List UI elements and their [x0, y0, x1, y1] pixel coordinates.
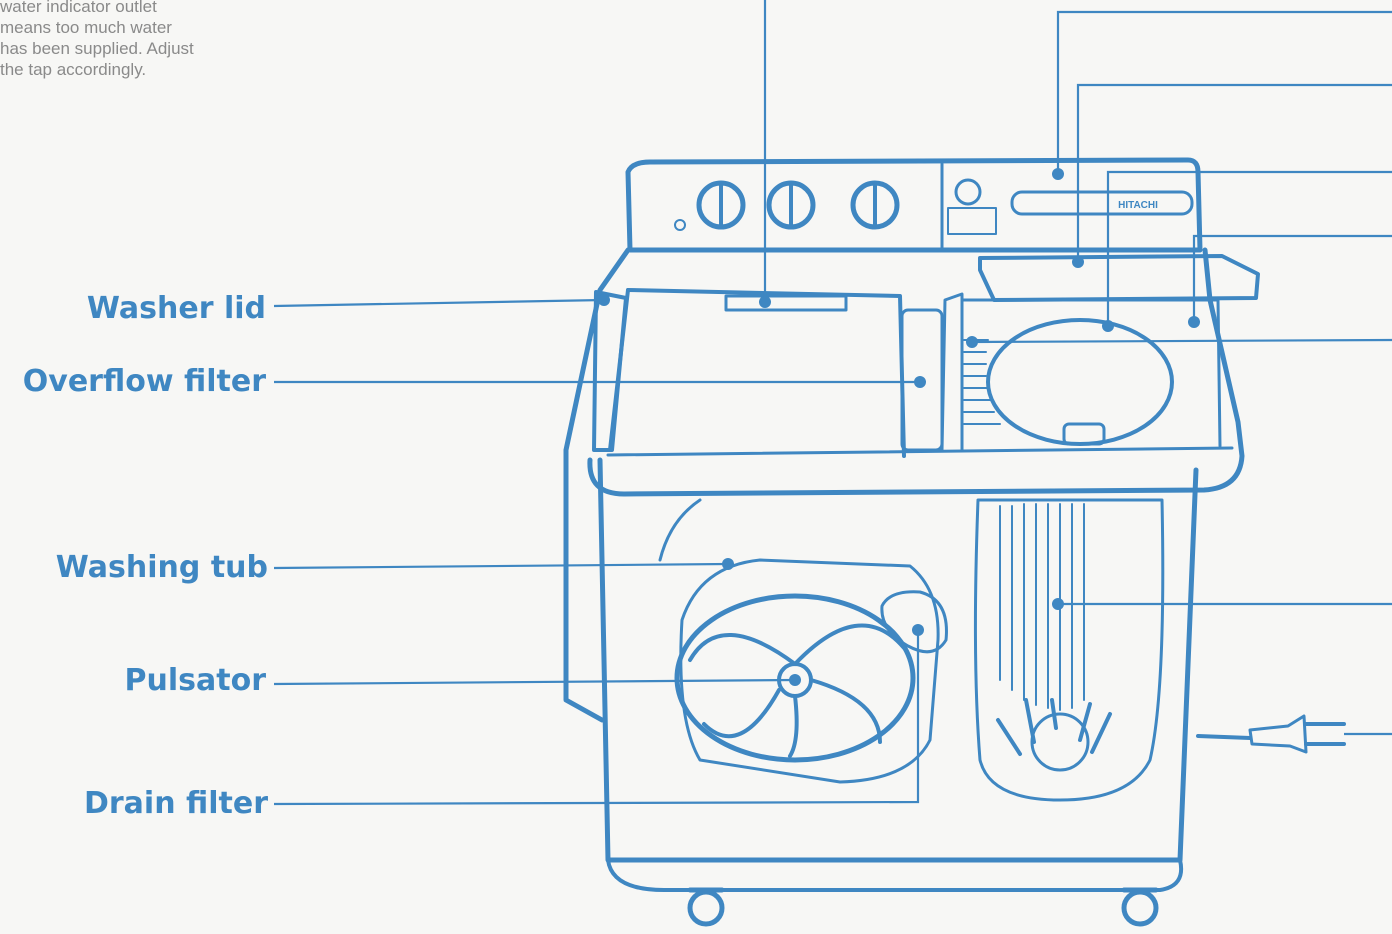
- brand-plate: [1010, 190, 1194, 216]
- leader-drain-filter: [273, 630, 920, 806]
- leader-dot: [1052, 598, 1064, 610]
- leader-dot: [1072, 256, 1084, 268]
- leader-dot: [722, 558, 734, 570]
- leader-dot: [1052, 168, 1064, 180]
- label-pulsator: Pulsator: [124, 663, 266, 698]
- leader-dot: [759, 296, 771, 308]
- spin-lid: [978, 254, 1260, 302]
- washer-lid: [592, 290, 628, 452]
- note-line: means too much water: [0, 18, 172, 37]
- note-line: the tap accordingly.: [0, 60, 147, 79]
- leader-dot: [914, 376, 926, 388]
- leader-right-4: [1192, 234, 1392, 322]
- leader-right-1: [1056, 10, 1392, 172]
- base: [606, 858, 1183, 892]
- leader-dot: [1102, 320, 1114, 332]
- leader-dot: [1188, 316, 1200, 328]
- wheel-right: [1121, 889, 1159, 927]
- overflow-outlet: [724, 294, 848, 312]
- leader-dot: [789, 674, 801, 686]
- leader-washer-lid: [273, 298, 605, 308]
- pulsator: [674, 593, 916, 763]
- washer-opening: [626, 288, 906, 458]
- leader-right-3: [1106, 170, 1392, 326]
- label-overflow-filter: Overflow filter: [22, 364, 266, 399]
- leader-washing-tub: [273, 562, 729, 570]
- label-drain-filter: Drain filter: [83, 786, 268, 821]
- cabinet-body: [597, 457, 1199, 863]
- leader-right-5: [971, 338, 1392, 344]
- label-washing-tub: Washing tub: [55, 550, 268, 585]
- washing-tub-outline: [658, 498, 702, 562]
- leader-dot: [912, 624, 924, 636]
- control-panel: [625, 157, 1203, 253]
- label-washer-lid: Washer lid: [86, 291, 266, 326]
- leader-dot: [966, 336, 978, 348]
- leader-pulsator: [273, 678, 796, 686]
- timer-dial: [954, 178, 982, 206]
- power-cord: [1196, 734, 1252, 740]
- note-line: water indicator outlet: [0, 0, 157, 16]
- plug-icon: [1248, 714, 1308, 754]
- leader-dot: [598, 294, 610, 306]
- indicator-lamp: [674, 219, 686, 231]
- spin-basket: [973, 498, 1165, 802]
- note-line: has been supplied. Adjust: [0, 39, 194, 58]
- cabinet-left-side: [563, 247, 631, 723]
- wheel-left: [687, 889, 725, 927]
- leader-right-2: [1076, 83, 1392, 262]
- tub-rim: [587, 247, 1245, 497]
- brand-text: HITACHI: [1118, 200, 1158, 211]
- drain-filter: [880, 590, 948, 654]
- water-note: water indicator outlet means too much wa…: [0, 0, 282, 80]
